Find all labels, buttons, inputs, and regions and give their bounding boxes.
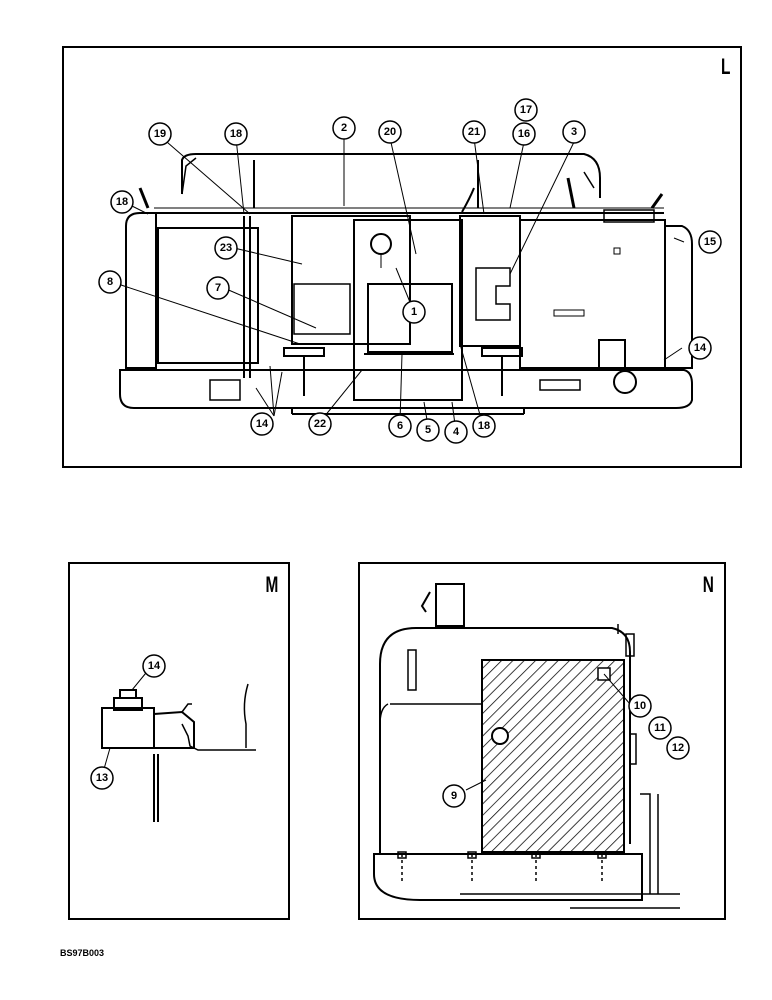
callout-n-11: 11 [648,716,672,740]
callout-l-2: 2 [332,116,356,140]
svg-text:14: 14 [148,660,161,672]
callout-l-18c: 18 [472,414,496,438]
svg-text:13: 13 [96,772,108,784]
panel-m-letter: M [265,572,278,597]
svg-text:12: 12 [672,742,684,754]
callout-n-12: 12 [666,736,690,760]
svg-text:11: 11 [654,722,666,734]
callout-l-1: 1 [402,300,426,324]
callout-l-14b: 14 [250,412,274,436]
panel-n-drawing: 10 11 12 9 [373,583,690,909]
callout-l-20: 20 [378,120,402,144]
svg-text:6: 6 [397,420,403,432]
svg-text:15: 15 [704,236,716,248]
panel-l: 19 18 2 20 21 17 16 3 18 23 15 8 7 1 14 … [62,46,742,468]
callout-l-15: 15 [698,230,722,254]
svg-text:23: 23 [220,242,232,254]
callout-l-8: 8 [98,270,122,294]
svg-text:18: 18 [478,420,490,432]
callouts-l: 19 18 2 20 21 17 16 3 18 23 15 8 7 1 14 … [98,98,722,444]
svg-text:17: 17 [520,104,532,116]
svg-text:16: 16 [518,128,530,140]
svg-text:14: 14 [694,342,707,354]
callout-l-7: 7 [206,276,230,300]
svg-text:21: 21 [468,126,480,138]
svg-text:1: 1 [411,306,417,318]
svg-text:7: 7 [215,282,221,294]
svg-text:4: 4 [453,426,460,438]
panel-n-letter: N [702,572,714,597]
svg-text:20: 20 [384,126,396,138]
svg-text:10: 10 [634,700,646,712]
drawing-code: BS97B003 [60,948,105,958]
callout-m-14: 14 [142,654,166,678]
svg-text:18: 18 [230,128,242,140]
callout-l-14a: 14 [688,336,712,360]
callout-l-22: 22 [308,412,332,436]
svg-text:19: 19 [154,128,166,140]
svg-text:3: 3 [571,126,577,138]
panel-m: 14 13 M [68,562,290,920]
svg-text:14: 14 [256,418,269,430]
callout-n-9: 9 [442,784,466,808]
callout-l-16: 16 [512,122,536,146]
callout-l-18a: 18 [224,122,248,146]
svg-text:5: 5 [425,424,431,436]
callout-m-13: 13 [90,766,114,790]
svg-text:22: 22 [314,418,326,430]
callout-l-23: 23 [214,236,238,260]
callout-l-6: 6 [388,414,412,438]
svg-text:9: 9 [451,790,457,802]
callouts-m: 14 13 [90,654,166,790]
callout-l-3: 3 [562,120,586,144]
callout-n-10: 10 [628,694,652,718]
svg-text:2: 2 [341,122,347,134]
callout-l-19: 19 [148,122,172,146]
callout-l-17: 17 [514,98,538,122]
panel-n: 10 11 12 9 N [358,562,726,920]
panel-m-drawing: 14 13 [90,654,256,822]
callouts-n: 10 11 12 9 [442,694,690,808]
panel-l-letter: L [720,54,730,79]
callout-l-21: 21 [462,120,486,144]
panel-l-drawing: 19 18 2 20 21 17 16 3 18 23 15 8 7 1 14 … [98,98,722,444]
callout-l-5: 5 [416,418,440,442]
svg-text:8: 8 [107,276,113,288]
svg-text:18: 18 [116,196,128,208]
callout-l-4: 4 [444,420,468,444]
callout-l-18b: 18 [110,190,134,214]
